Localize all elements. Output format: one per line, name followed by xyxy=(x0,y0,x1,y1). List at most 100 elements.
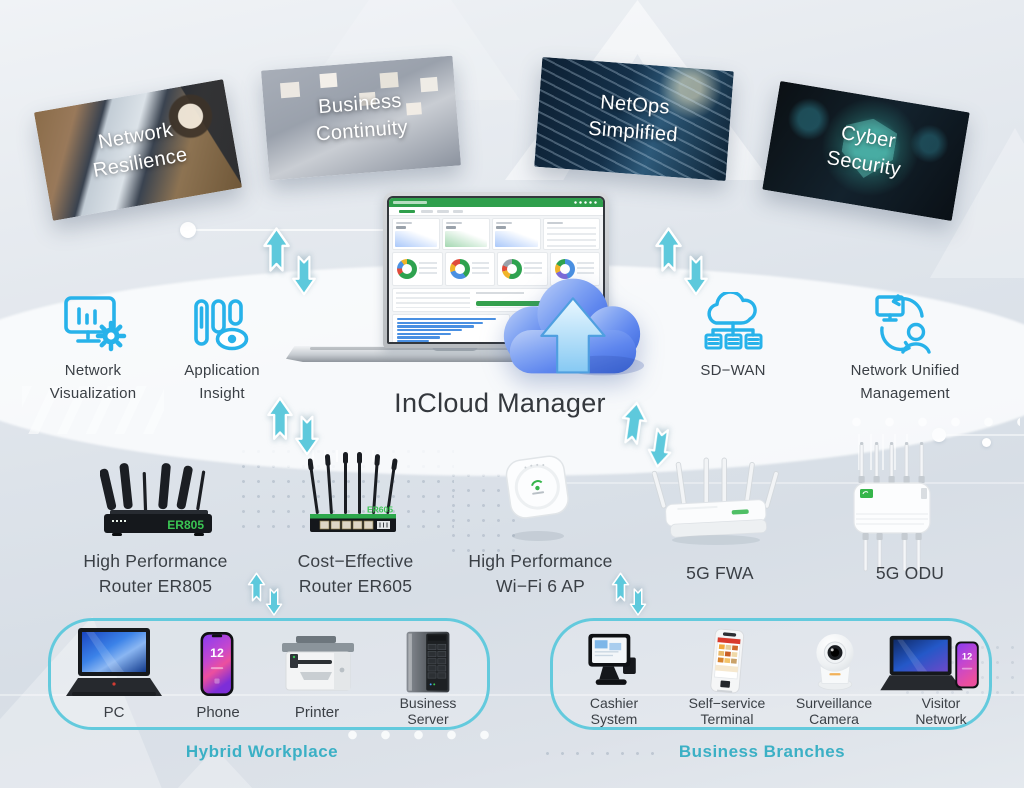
item-label-line: Self−service xyxy=(688,695,766,711)
item-label-self-service-terminal: Self−service Terminal xyxy=(679,695,775,727)
sync-arrow-up-icon xyxy=(654,223,683,276)
bars-eye-icon xyxy=(192,297,250,353)
dashboard-donut-chart xyxy=(497,252,548,286)
photo-caption-line: NetOps xyxy=(599,91,671,119)
item-label-pc: PC xyxy=(74,705,154,721)
device-label-line: High Performance xyxy=(83,551,228,571)
item-label-line: Business xyxy=(399,695,457,711)
device-badge: ER805 xyxy=(167,518,204,532)
sync-arrow-up-icon xyxy=(611,569,630,605)
photo-caption-line: Continuity xyxy=(315,116,409,146)
phone-screen-text: 12 xyxy=(962,651,972,661)
sync-arrow-down-icon xyxy=(629,585,647,619)
feature-photo-business-continuity: Business Continuity xyxy=(260,55,462,181)
item-label-line: Printer xyxy=(294,704,340,721)
device-label-er805: High Performance Router ER805 xyxy=(58,549,253,599)
sync-arrow-up-icon xyxy=(266,393,294,444)
dashboard-alarm-list xyxy=(542,218,600,250)
item-label-line: Network xyxy=(915,710,967,727)
item-label-line: Server xyxy=(407,710,449,727)
device-label-line: 5G FWA xyxy=(686,563,754,583)
item-label-line: Camera xyxy=(809,710,859,727)
feature-label-application-insight: Application Insight xyxy=(147,360,297,405)
5g-odu-image xyxy=(848,438,936,574)
device-label-5g-fwa: 5G FWA xyxy=(660,561,780,586)
feature-photo-network-resilience: Network Resilience xyxy=(33,79,243,221)
feature-label-line: Visualization xyxy=(49,384,137,402)
feature-label-network-visualization: Network Visualization xyxy=(18,360,168,405)
item-label-line: System xyxy=(590,710,638,727)
feature-label-line: Network xyxy=(64,362,122,379)
pos-image xyxy=(586,632,640,694)
dashboard-donut-chart xyxy=(444,252,495,286)
item-label-line: Surveillance xyxy=(795,695,873,711)
device-label-line: Cost−Effective xyxy=(297,551,414,571)
background-line xyxy=(938,434,1024,436)
device-label-line: Router ER805 xyxy=(98,576,213,596)
sync-arrow-down-icon xyxy=(291,251,317,300)
feature-label-line: Network Unified xyxy=(850,362,960,379)
background-dot-grid xyxy=(446,468,518,556)
background-line xyxy=(188,229,398,231)
feature-label-line: Insight xyxy=(199,384,245,402)
feature-photo-cyber-security: Cyber Security xyxy=(762,80,970,222)
device-label-line: Wi−Fi 6 AP xyxy=(495,576,586,596)
device-label-5g-odu: 5G ODU xyxy=(850,561,970,586)
background-line xyxy=(560,482,1024,484)
item-label-cashier-system: Cashier System xyxy=(566,695,662,727)
dashboard-tabs xyxy=(389,207,603,216)
photo-caption-line: Simplified xyxy=(587,117,679,147)
sync-arrow-up-icon xyxy=(262,223,291,276)
item-label-line: PC xyxy=(103,704,125,721)
device-label-line: 5G ODU xyxy=(875,563,945,583)
sync-arrow-up-icon xyxy=(247,569,266,605)
phone-screen-text: 12 xyxy=(210,646,224,660)
platform-title: InCloud Manager xyxy=(394,388,606,418)
kiosk-image xyxy=(708,628,748,698)
photo-caption-line: Cyber xyxy=(839,121,898,153)
device-label-line: High Performance xyxy=(468,551,613,571)
dashboard-kpi-chart xyxy=(392,218,441,250)
feature-label-line: Management xyxy=(860,384,950,402)
printer-image xyxy=(276,636,360,694)
background-dot-grid xyxy=(540,746,660,759)
device-label-line: Router ER605 xyxy=(298,576,413,596)
background-dot-row xyxy=(336,729,496,740)
dashboard-topbar xyxy=(389,198,603,207)
sync-arrow-down-icon xyxy=(294,411,320,460)
monitor-user-sync-icon xyxy=(872,292,934,356)
sync-arrow-up-icon xyxy=(617,395,652,450)
pc-image xyxy=(64,628,164,700)
item-label-line: Terminal xyxy=(700,710,754,727)
item-label-business-server: Business Server xyxy=(388,695,468,727)
group-title-business-branches: Business Branches xyxy=(678,742,846,761)
5g-fwa-image xyxy=(652,452,780,548)
feature-label-sd-wan: SD−WAN xyxy=(668,360,798,383)
device-label-er605: Cost−Effective Router ER605 xyxy=(258,549,453,599)
device-label-wifi6-ap: High Performance Wi−Fi 6 AP xyxy=(443,549,638,599)
laptop-phone-image: 12 xyxy=(880,634,980,694)
background-line xyxy=(0,694,1024,696)
item-label-visitor-network: Visitor Network xyxy=(893,695,989,727)
feature-label-line: SD−WAN xyxy=(700,362,766,379)
sync-arrow-down-icon xyxy=(265,585,283,619)
device-badge: ER605 xyxy=(367,505,393,515)
cloud-upload-icon xyxy=(492,270,650,382)
item-label-line: Visitor xyxy=(921,695,961,711)
feature-label-network-unified-management: Network Unified Management xyxy=(830,360,980,405)
router-er805-image: ER805 xyxy=(100,456,216,550)
item-label-printer: Printer xyxy=(277,705,357,721)
background-circle xyxy=(982,438,991,447)
wifi6-ap-image xyxy=(503,452,573,544)
feature-label-line: Application xyxy=(184,362,260,379)
dashboard-kpi-chart xyxy=(442,218,491,250)
cloud-network-icon xyxy=(703,292,763,358)
background-circle xyxy=(180,222,196,238)
group-title-hybrid-workplace: Hybrid Workplace xyxy=(185,742,339,761)
dashboard-kpi-chart xyxy=(492,218,541,250)
photo-caption-line: Business xyxy=(317,89,403,119)
dashboard-bar-chart xyxy=(392,314,510,342)
sync-arrow-down-icon xyxy=(683,251,709,300)
dashboard-donut-chart xyxy=(392,252,443,286)
